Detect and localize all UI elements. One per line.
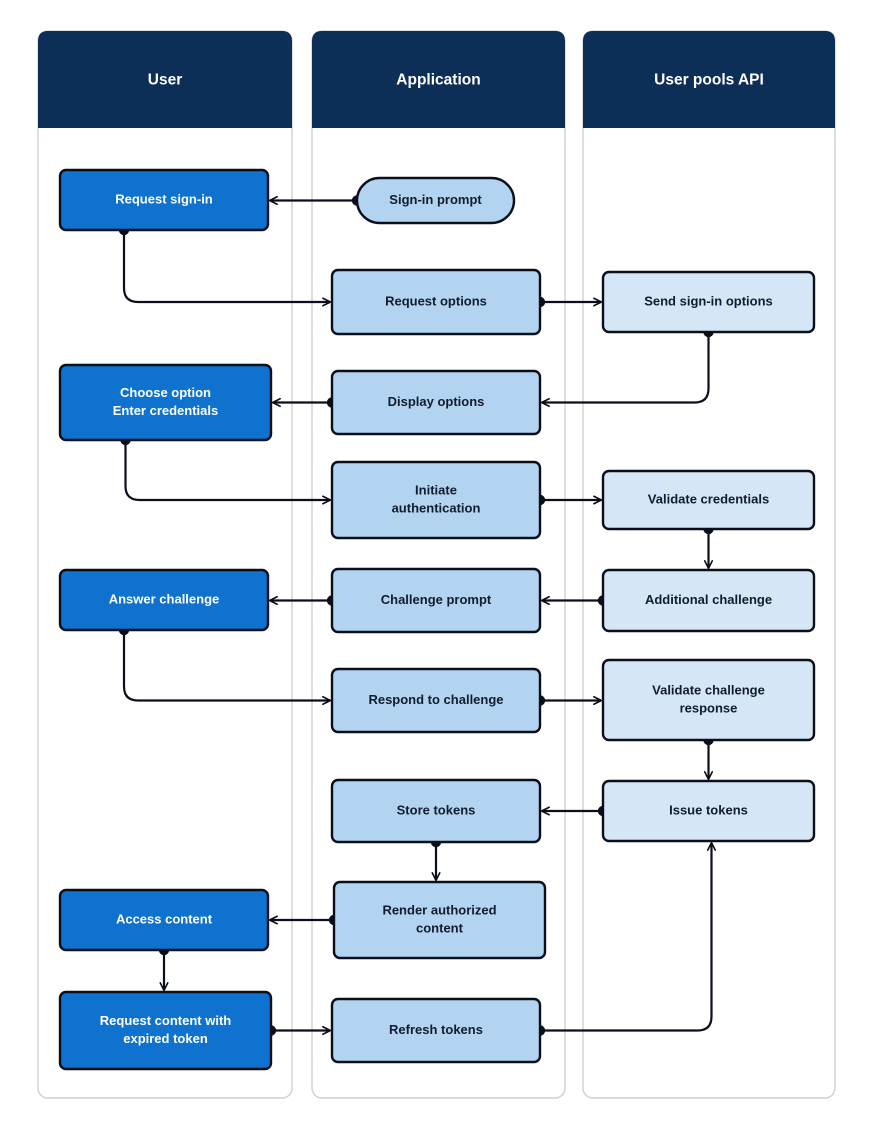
n-sign-in-prompt-shape[interactable] [355,176,516,225]
n-issue-tokens[interactable]: Issue tokens [601,779,816,843]
n-render-content-label: content [416,920,464,935]
n-challenge-prompt-shape[interactable] [330,567,542,634]
n-render-content[interactable]: Render authorized content [332,880,547,960]
n-display-options-label: Display options [388,394,485,409]
n-access-content[interactable]: Access content [58,888,270,952]
edge-line-e2 [122,230,330,302]
n-sign-in-prompt-label: Sign-in prompt [389,192,482,207]
edge-line-e19 [540,843,712,1032]
n-validate-challenge-label: Validate challenge [652,682,765,697]
n-request-expired-shape[interactable] [58,990,273,1071]
n-send-sign-in-options[interactable]: Send sign-in options [601,270,816,334]
n-validate-challenge[interactable]: Validate challenge response [601,658,816,742]
n-render-content-label: Render authorized [382,902,496,917]
n-request-expired-label: expired token [123,1031,208,1046]
n-sign-in-prompt[interactable]: Sign-in prompt [355,176,516,225]
n-request-sign-in-label: Request sign-in [115,191,213,206]
n-additional-challenge[interactable]: Additional challenge [601,568,816,633]
edge-line-e6 [124,440,331,500]
n-store-tokens-shape[interactable] [330,778,542,844]
n-request-options-shape[interactable] [330,268,542,336]
edge-line-e4 [542,332,710,403]
n-request-expired-label: Request content with [100,1013,232,1028]
n-answer-challenge[interactable]: Answer challenge [58,568,270,632]
lane-header-api [583,31,835,128]
n-challenge-prompt[interactable]: Challenge prompt [330,567,542,634]
n-initiate-auth-label: authentication [392,500,481,515]
n-refresh-tokens[interactable]: Refresh tokens [330,997,542,1064]
n-access-content-label: Access content [116,911,213,926]
lane-title-user: User [148,72,182,89]
n-issue-tokens-label: Issue tokens [669,802,748,817]
n-request-options[interactable]: Request options [330,268,542,336]
n-request-sign-in[interactable]: Request sign-in [58,168,270,232]
n-issue-tokens-shape[interactable] [601,779,816,843]
n-store-tokens[interactable]: Store tokens [330,778,542,844]
n-access-content-shape[interactable] [58,888,270,952]
n-validate-credentials-shape[interactable] [601,469,816,531]
n-additional-challenge-label: Additional challenge [645,592,772,607]
n-validate-challenge-shape[interactable] [601,658,816,742]
n-respond-to-challenge-label: Respond to challenge [368,692,503,707]
n-display-options-shape[interactable] [330,369,542,436]
n-refresh-tokens-label: Refresh tokens [389,1022,483,1037]
lane-header-app [312,31,565,128]
lane-header-user [38,31,292,128]
n-render-content-shape[interactable] [332,880,547,960]
n-request-sign-in-shape[interactable] [58,168,270,232]
n-respond-to-challenge-shape[interactable] [330,667,542,734]
n-answer-challenge-label: Answer challenge [109,591,220,606]
edge-line-e11 [122,630,330,701]
n-send-sign-in-options-label: Send sign-in options [644,293,773,308]
n-initiate-auth-shape[interactable] [330,460,542,540]
n-choose-option-shape[interactable] [58,363,273,442]
n-choose-option-label: Enter credentials [113,403,219,418]
n-validate-credentials-label: Validate credentials [648,491,769,506]
n-display-options[interactable]: Display options [330,369,542,436]
n-refresh-tokens-shape[interactable] [330,997,542,1064]
n-initiate-auth-label: Initiate [415,482,457,497]
n-additional-challenge-shape[interactable] [601,568,816,633]
n-choose-option-label: Choose option [120,385,211,400]
n-challenge-prompt-label: Challenge prompt [381,592,492,607]
n-store-tokens-label: Store tokens [397,802,476,817]
lane-title-app: Application [396,72,480,89]
n-send-sign-in-options-shape[interactable] [601,270,816,334]
n-request-options-label: Request options [385,293,487,308]
n-initiate-auth[interactable]: Initiate authentication [330,460,542,540]
n-validate-credentials[interactable]: Validate credentials [601,469,816,531]
lane-title-api: User pools API [654,72,764,89]
n-request-expired[interactable]: Request content with expired token [58,990,273,1071]
lane-user: User [37,30,293,1099]
n-respond-to-challenge[interactable]: Respond to challenge [330,667,542,734]
n-answer-challenge-shape[interactable] [58,568,270,632]
n-validate-challenge-label: response [680,700,738,715]
